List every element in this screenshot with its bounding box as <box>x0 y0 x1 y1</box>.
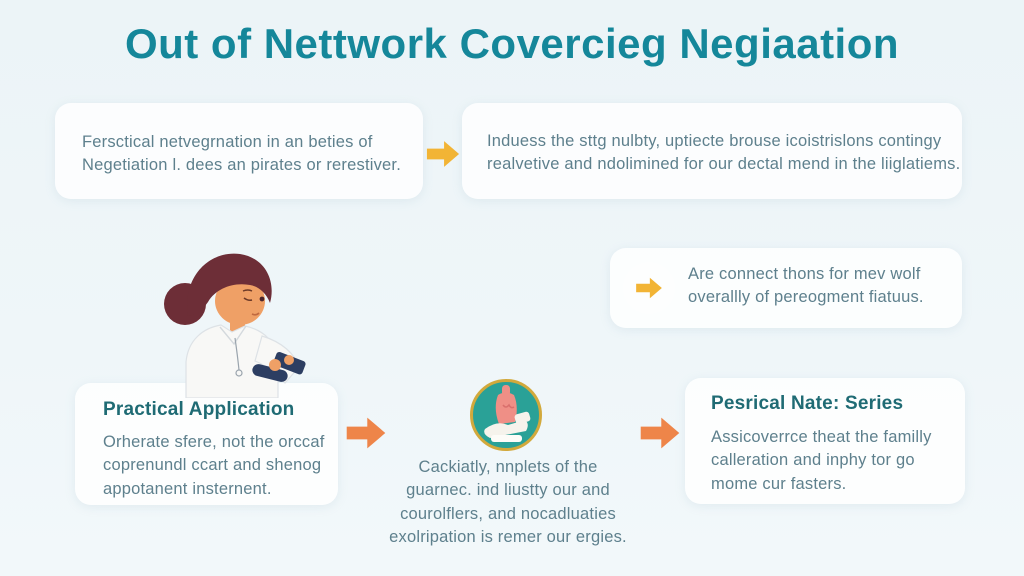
page-title: Out of Nettwork Covercieg Negiaation <box>124 20 900 67</box>
yellow-right-arrow-icon <box>424 139 462 174</box>
center-note-text: Cackiatly, nnplets of the guarnec. ind l… <box>389 458 627 547</box>
middle-right-note-card: Are connect thons for mev wolf overallly… <box>610 248 962 328</box>
card-body-text: Assicoverrce theat the familly callerati… <box>711 428 932 493</box>
woman-with-phone-illustration <box>158 240 328 399</box>
top-left-note-card: Fersctical netvegrnation in an beties of… <box>55 103 423 199</box>
card-heading: Practical Application <box>103 399 295 420</box>
top-left-note-text: Fersctical netvegrnation in an beties of… <box>82 133 401 175</box>
orange-right-arrow-icon <box>342 415 390 456</box>
top-right-note-text: Induess the sttg nulbty, uptiecte brouse… <box>487 132 961 174</box>
orange-right-arrow-icon <box>636 415 684 456</box>
yellow-right-arrow-icon <box>623 262 675 314</box>
pesrical-nate-series-card: Pesrical Nate: Series Assicoverrce theat… <box>685 378 965 504</box>
tooth-figure-badge-icon <box>468 377 544 453</box>
top-right-note-card: Induess the sttg nulbty, uptiecte brouse… <box>462 103 962 199</box>
card-body-text: Orherate sfere, not the orccaf coprenund… <box>103 433 325 498</box>
middle-right-note-text: Are connect thons for mev wolf overallly… <box>688 265 924 307</box>
practical-application-card: Practical Application Orherate sfere, no… <box>75 383 338 505</box>
card-heading: Pesrical Nate: Series <box>711 393 904 414</box>
